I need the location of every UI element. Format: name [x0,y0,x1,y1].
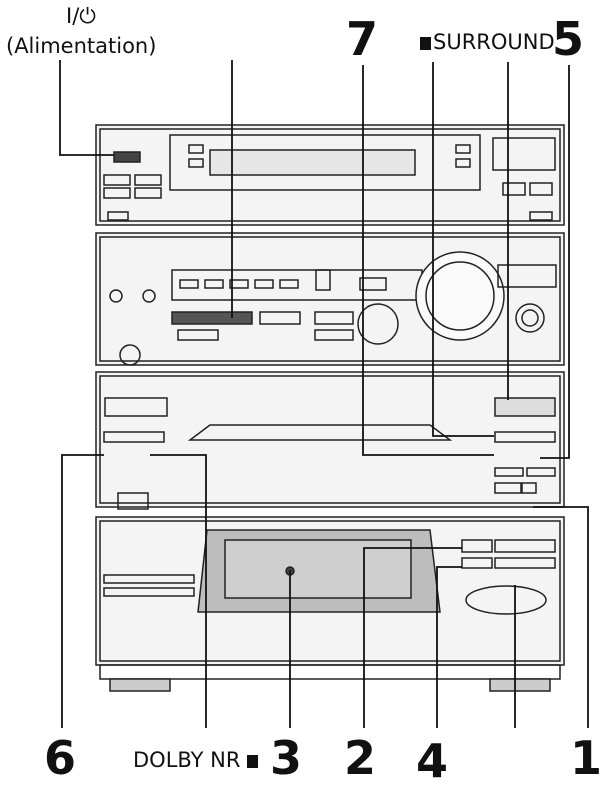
callout-5: 5 [552,12,585,66]
top-unit [95,124,565,226]
callout-7: 7 [346,12,379,66]
square-bullet-icon [247,755,259,768]
power-symbol-label: I/⏻ [66,4,96,28]
power-name-label: (Alimentation) [6,34,157,58]
callout-6: 6 [44,731,77,785]
dolby-nr-text: DOLBY NR [133,748,241,772]
amplifier-unit [95,232,565,366]
leader-lines [59,60,589,728]
square-bullet-icon [420,37,431,50]
surround-text: SURROUND [433,30,555,54]
callout-3: 3 [270,731,303,785]
tape-deck-unit [95,516,565,692]
callout-4: 4 [416,734,449,788]
surround-label: SURROUND [420,30,555,54]
callout-1: 1 [570,731,603,785]
dolby-nr-label: DOLBY NR [133,748,260,772]
callout-2: 2 [344,731,377,785]
cd-unit [95,371,565,510]
